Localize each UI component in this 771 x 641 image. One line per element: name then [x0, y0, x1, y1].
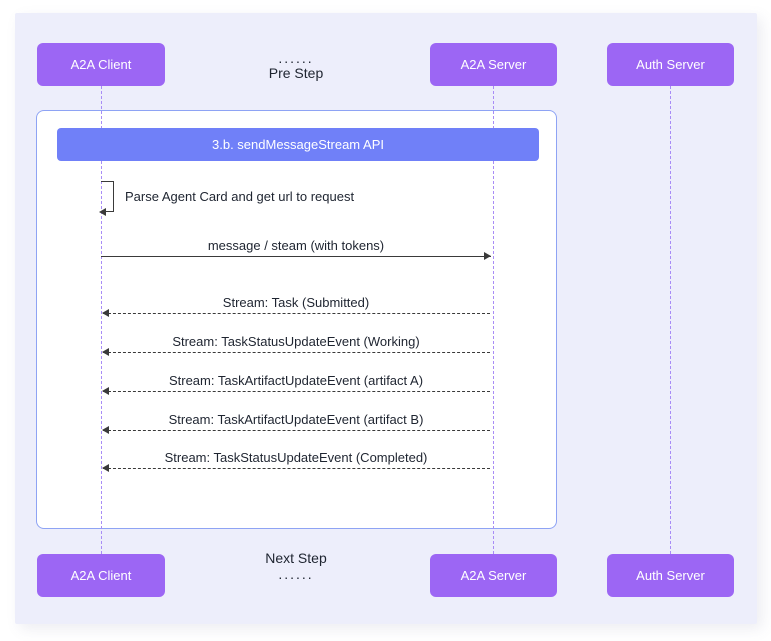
next-step-note: Next Step ......	[221, 549, 371, 582]
actor-a2a-client-top: A2A Client	[37, 43, 165, 86]
actor-auth-server-bottom: Auth Server	[607, 554, 734, 597]
stream-event-arrowhead	[102, 387, 109, 395]
stream-event-arrowhead	[102, 309, 109, 317]
stream-event-line	[103, 391, 490, 392]
actor-auth-server-top: Auth Server	[607, 43, 734, 86]
fragment-title-bar: 3.b. sendMessageStream API	[57, 128, 539, 161]
message-request-label: message / steam (with tokens)	[207, 238, 385, 253]
actor-a2a-server-top: A2A Server	[430, 43, 557, 86]
self-loop-note: Parse Agent Card and get url to request	[125, 189, 355, 204]
stream-event-arrowhead	[102, 426, 109, 434]
lifeline-a2a-server	[493, 86, 494, 554]
stream-event-label: Stream: TaskStatusUpdateEvent (Working)	[172, 334, 420, 349]
pre-step-note: ...... Pre Step	[221, 50, 371, 83]
stream-event-line	[103, 468, 490, 469]
actor-a2a-client-bottom: A2A Client	[37, 554, 165, 597]
self-loop-arrowhead	[99, 208, 106, 216]
stream-event-label: Stream: TaskStatusUpdateEvent (Completed…	[164, 450, 428, 465]
next-step-dots: ......	[278, 566, 314, 582]
lifeline-a2a-client	[101, 86, 102, 554]
stream-event-line	[103, 430, 490, 431]
stream-event-label: Stream: Task (Submitted)	[222, 295, 370, 310]
stream-event-arrowhead	[102, 464, 109, 472]
actor-a2a-server-bottom: A2A Server	[430, 554, 557, 597]
next-step-label: Next Step	[265, 550, 327, 566]
stream-event-label: Stream: TaskArtifactUpdateEvent (artifac…	[168, 373, 424, 388]
message-request-arrowhead	[484, 252, 491, 260]
pre-step-label: Pre Step	[268, 65, 324, 81]
send-message-stream-fragment	[36, 110, 557, 529]
stream-event-arrowhead	[102, 348, 109, 356]
lifeline-auth-server	[670, 86, 671, 554]
pre-step-dots: ......	[278, 50, 314, 66]
stream-event-line	[103, 352, 490, 353]
self-loop-shape	[101, 181, 114, 212]
stream-event-line	[103, 313, 490, 314]
message-request-line	[101, 256, 491, 257]
stream-event-label: Stream: TaskArtifactUpdateEvent (artifac…	[168, 412, 424, 427]
